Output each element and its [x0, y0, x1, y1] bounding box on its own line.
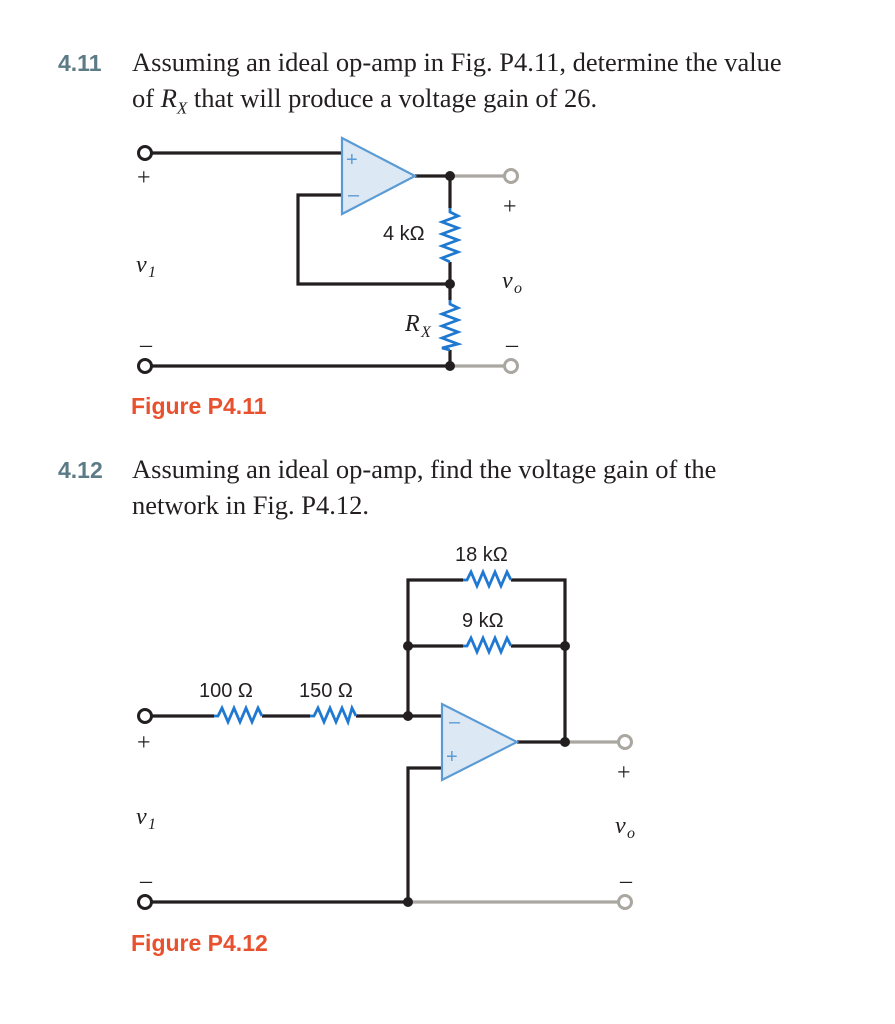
output-minus-label: –	[505, 332, 519, 358]
input-voltage-sub: 1	[148, 264, 156, 281]
label-150: 150 Ω	[299, 680, 353, 702]
op-amp-minus-sign: –	[449, 711, 461, 733]
label-4k: 4 kΩ	[383, 223, 425, 245]
op-amp	[440, 702, 520, 782]
input-terminal-plus	[137, 708, 153, 724]
output-minus-label: –	[619, 868, 633, 894]
op-amp-minus-sign: –	[348, 184, 360, 206]
junction-dot	[560, 737, 570, 747]
label-9k: 9 kΩ	[462, 610, 504, 632]
output-plus-label: +	[503, 194, 517, 220]
figure-caption: Figure P4.12	[131, 930, 268, 956]
output-voltage-sub: o	[514, 280, 522, 297]
fig412-wires	[152, 578, 567, 904]
input-plus-label: +	[137, 730, 151, 756]
junction-dot	[445, 171, 455, 181]
problem-number: 4.11	[58, 50, 102, 76]
junction-dot	[560, 641, 570, 651]
output-terminal-minus	[617, 894, 633, 910]
figure-p4-12: – + 18 kΩ 9 kΩ 100 Ω 150 Ω + – v 1 + – v…	[131, 544, 635, 956]
junction-dot	[445, 279, 455, 289]
input-terminal-minus	[137, 894, 153, 910]
resistor-100	[214, 704, 264, 726]
label-18k: 18 kΩ	[455, 544, 508, 566]
label-rx-sub: X	[420, 324, 432, 341]
input-minus-label: –	[139, 332, 153, 358]
output-terminal-minus	[503, 358, 519, 374]
rx-subscript: X	[176, 98, 188, 118]
label-100: 100 Ω	[199, 680, 253, 702]
fig411-output-wires	[450, 174, 504, 368]
problem-number: 4.12	[58, 457, 103, 483]
problem-text-line2-post: that will produce a voltage gain of 26.	[187, 83, 598, 113]
op-amp-plus-sign: +	[346, 149, 358, 171]
op-amp-plus-sign: +	[446, 746, 458, 768]
resistor-18k	[463, 568, 513, 590]
input-plus-label: +	[137, 165, 151, 191]
resistor-rx	[438, 300, 463, 352]
output-terminal-plus	[617, 734, 633, 750]
resistor-4k	[438, 208, 462, 264]
output-terminal-plus	[503, 168, 519, 184]
input-voltage-label: v	[136, 252, 147, 278]
junction-dot	[403, 897, 413, 907]
output-voltage-sub: o	[627, 825, 635, 842]
figure-caption: Figure P4.11	[131, 393, 267, 419]
junction-dot	[403, 711, 413, 721]
problem-4-12: 4.12 Assuming an ideal op-amp, find the v…	[58, 452, 716, 523]
resistor-150	[310, 704, 358, 727]
label-rx: R	[404, 311, 420, 337]
problem-text-line2-pre: of	[132, 83, 161, 113]
input-minus-label: –	[139, 868, 153, 894]
output-voltage-label: v	[615, 813, 626, 839]
problem-text-line1: Assuming an ideal op-amp, find the volta…	[132, 454, 717, 484]
input-terminal-plus	[137, 145, 153, 161]
rx-symbol: R	[160, 83, 177, 113]
problem-text-line2: network in Fig. P4.12.	[132, 490, 370, 520]
input-voltage-sub: 1	[148, 816, 156, 833]
junction-dot	[445, 361, 455, 371]
fig412-output-wires	[408, 740, 618, 904]
problem-4-11: 4.11 Assuming an ideal op-amp in Fig. P4.…	[58, 45, 782, 125]
input-voltage-label: v	[136, 804, 147, 830]
output-plus-label: +	[617, 760, 631, 786]
input-terminal-minus	[137, 358, 153, 374]
junction-dot	[403, 641, 413, 651]
op-amp	[340, 136, 418, 216]
figure-p4-11: + – 4 kΩ R X + – v 1 + – v o Figure P4.1…	[131, 136, 522, 419]
problem-text-line1: Assuming an ideal op-amp in Fig. P4.11, …	[132, 47, 782, 77]
output-voltage-label: v	[502, 268, 513, 294]
resistor-9k	[463, 634, 513, 656]
